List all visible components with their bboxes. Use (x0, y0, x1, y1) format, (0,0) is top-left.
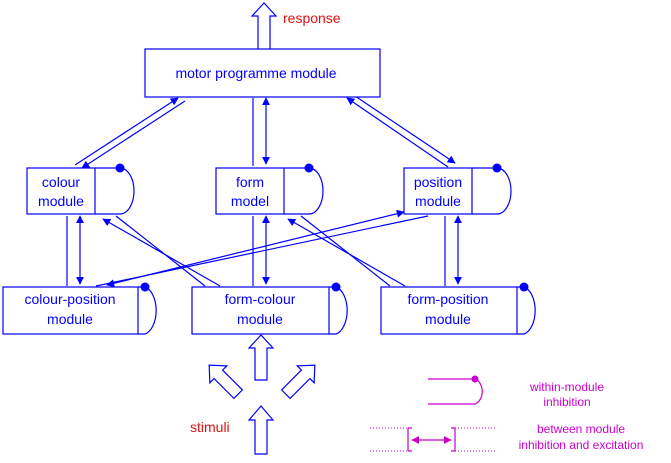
legend-between-label-2: inhibition and excitation (519, 438, 644, 452)
colour-position-label-1: colour-position (24, 291, 115, 307)
stimuli-label: stimuli (190, 419, 230, 435)
legend: within-module inhibition between module … (370, 375, 644, 452)
response-arrow (250, 2, 278, 51)
legend-within-label-1: within-module (529, 380, 604, 394)
form-colour-label-2: module (237, 311, 283, 327)
legend-within-symbol (428, 375, 483, 405)
stimulus-arrow-left (208, 364, 244, 400)
stimulus-arrow-lower (247, 405, 275, 455)
form-colour-module: form-colour module (191, 282, 348, 335)
motor-module-label: motor programme module (175, 65, 336, 81)
form-model: form model (215, 163, 324, 215)
legend-between-symbol (370, 427, 497, 452)
form-model-label-1: form (236, 174, 264, 190)
form-position-label-2: module (425, 311, 471, 327)
stimulus-arrow-up (247, 334, 275, 381)
connections (66, 93, 462, 288)
form-model-label-2: model (231, 193, 269, 209)
form-colour-label-1: form-colour (225, 291, 296, 307)
legend-between-label-1: between module (537, 422, 625, 436)
colour-module: colour module (26, 163, 135, 215)
arrow-motor-to-position (351, 93, 456, 164)
arrow-motor-to-colour (81, 100, 186, 169)
position-module-label-1: position (414, 174, 462, 190)
form-position-label-1: form-position (408, 291, 489, 307)
response-label: response (283, 10, 341, 26)
arrow-colour-to-motor (74, 97, 179, 166)
position-module-label-2: module (415, 193, 461, 209)
line-position-colourposition (95, 215, 429, 287)
arrow-position-to-motor (346, 97, 449, 168)
form-position-module: form-position module (380, 282, 536, 335)
position-module: position module (403, 163, 512, 215)
motor-programme-module: motor programme module (144, 48, 381, 98)
colour-module-label-2: module (38, 193, 84, 209)
colour-position-label-2: module (47, 311, 93, 327)
block-arrows (208, 2, 316, 455)
line-colour-formcolour (115, 215, 206, 287)
stimulus-arrow-right (280, 364, 316, 400)
colour-module-label-1: colour (42, 174, 80, 190)
colour-position-module: colour-position module (2, 282, 157, 335)
legend-within-label-2: inhibition (543, 395, 590, 409)
